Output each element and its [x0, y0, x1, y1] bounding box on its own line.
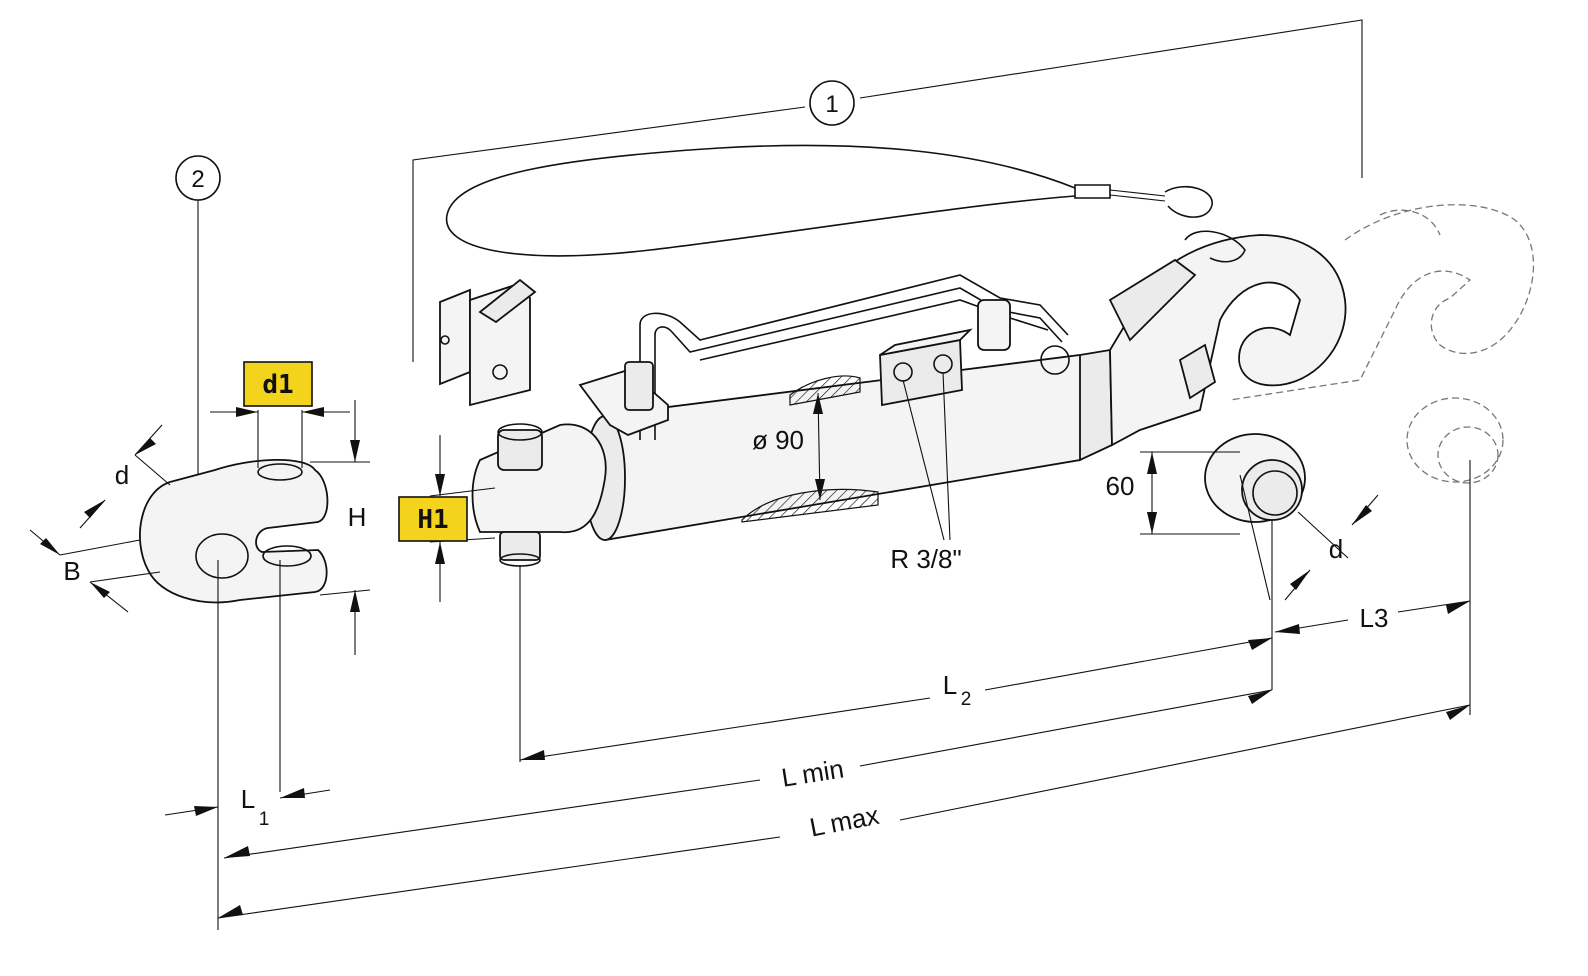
linch-pin-clip	[439, 278, 537, 407]
label-L2-subscript: 2	[961, 689, 972, 710]
callout-1-label: 1	[825, 91, 838, 118]
label-d-left: d	[115, 460, 129, 490]
highlight-H1: H1	[398, 496, 468, 542]
label-L1-subscript: 1	[259, 809, 270, 830]
label-L2: L	[943, 670, 957, 700]
label-diameter-90: ø 90	[752, 425, 804, 455]
callout-2-leader: 2	[175, 155, 221, 480]
label-L-min: L min	[779, 753, 846, 792]
callout-1-bracket: 1	[412, 19, 1363, 362]
label-H: H	[348, 502, 367, 532]
label-60: 60	[1106, 471, 1135, 501]
label-H1: H1	[417, 505, 448, 535]
clevis-end-left	[139, 458, 329, 604]
dimension-lines	[29, 371, 1471, 930]
label-B: B	[63, 556, 80, 586]
label-L3: L3	[1360, 603, 1389, 633]
label-d-right: d	[1329, 534, 1343, 564]
quick-hook-end	[1108, 204, 1535, 484]
highlight-d1: d1	[243, 361, 313, 407]
label-d1: d1	[262, 370, 293, 400]
callout-2-label: 2	[191, 166, 204, 193]
label-L1: L	[241, 784, 255, 814]
hydraulic-cylinder	[471, 274, 1113, 567]
ball-joint	[1204, 433, 1306, 523]
safety-cable	[445, 144, 1213, 257]
label-L-max: L max	[807, 800, 881, 843]
label-R-3-8: R 3/8"	[890, 544, 961, 574]
